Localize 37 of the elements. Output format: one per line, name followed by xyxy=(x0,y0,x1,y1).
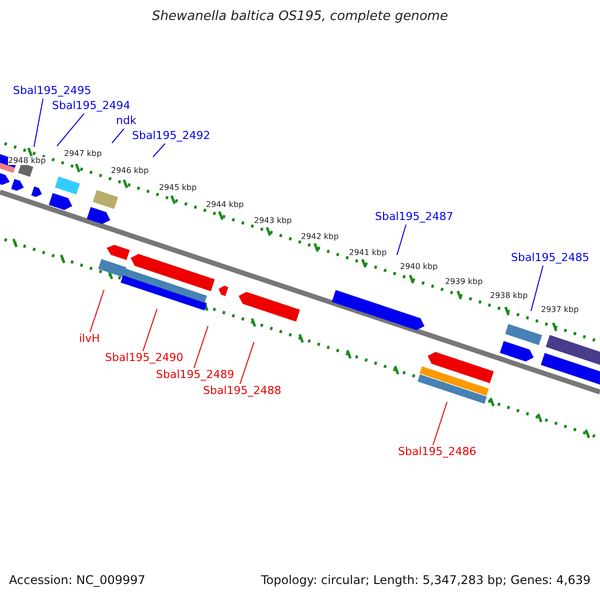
leader-line xyxy=(34,98,44,148)
accession-text: Accession: NC_009997 xyxy=(9,574,146,588)
gene-label: Sbal195_2490 xyxy=(105,352,184,365)
scale-label: 2944 kbp xyxy=(206,201,244,209)
leader-line xyxy=(530,265,544,312)
gene-label: Sbal195_2492 xyxy=(132,130,210,143)
scale-label: 2942 kbp xyxy=(301,233,339,241)
leader-line xyxy=(56,113,84,146)
scale-label: 2948 kbp xyxy=(8,157,46,165)
gene-label: Sbal195_2495 xyxy=(13,85,92,98)
scale-label: 2938 kbp xyxy=(490,292,528,300)
leader-line xyxy=(194,326,208,368)
genome-stats-text: Topology: circular; Length: 5,347,283 bp; Genes: 4,639 xyxy=(261,574,591,588)
scale-label: 2939 kbp xyxy=(445,278,483,286)
scale-label: 2937 kbp xyxy=(541,306,579,314)
scale-label: 2943 kbp xyxy=(254,217,292,225)
gene-label: Sbal195_2486 xyxy=(398,446,476,459)
gene-label: ilvH xyxy=(79,333,100,346)
leader-line xyxy=(432,402,448,446)
scale-label: 2947 kbp xyxy=(64,150,102,158)
leader-line xyxy=(152,143,166,158)
gene-label: ndk xyxy=(116,115,136,128)
gene-label: Sbal195_2487 xyxy=(375,211,454,224)
scale-label: 2945 kbp xyxy=(159,184,197,192)
gene-label: Sbal195_2489 xyxy=(156,369,234,382)
leader-line xyxy=(396,224,406,256)
scale-label: 2940 kbp xyxy=(400,263,438,271)
gene-label: Sbal195_2494 xyxy=(52,100,130,113)
leader-line xyxy=(112,128,124,144)
gene-label: Sbal195_2485 xyxy=(511,252,590,265)
gene-label: Sbal195_2488 xyxy=(203,385,282,398)
leader-line xyxy=(240,342,254,384)
scale-label: 2941 kbp xyxy=(349,249,387,257)
map-title: Shewanella baltica OS195, complete genome xyxy=(151,10,449,25)
scale-label: 2946 kbp xyxy=(111,167,149,175)
leader-line xyxy=(90,290,104,332)
leader-line xyxy=(142,308,158,352)
